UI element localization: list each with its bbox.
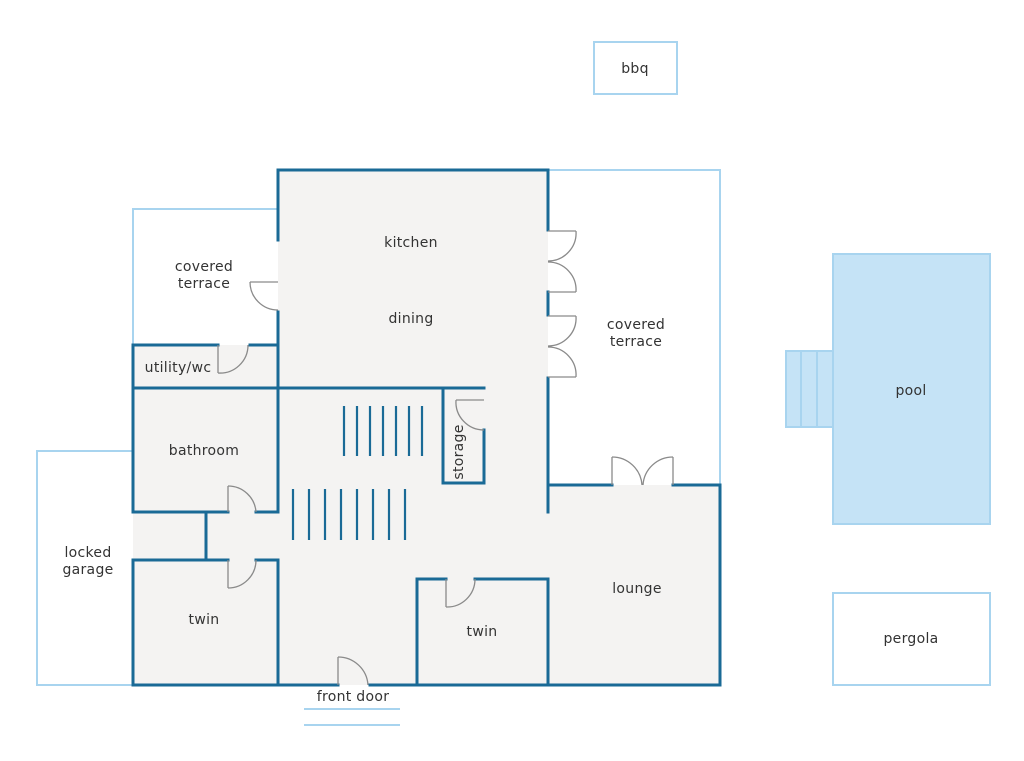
- locked-garage-label-2: garage: [62, 562, 113, 578]
- door-right-terrace-2: [547, 315, 577, 378]
- bbq-area: bbq: [593, 41, 678, 95]
- pool-label: pool: [895, 383, 926, 399]
- kitchen-label: kitchen: [384, 235, 438, 251]
- walls: [131, 168, 722, 687]
- front-steps: [304, 708, 400, 726]
- door-right-terrace-1: [547, 230, 577, 293]
- door-bathroom: [227, 485, 257, 513]
- stairs-lower: [291, 489, 407, 540]
- locked-garage-label-1: locked: [64, 545, 111, 561]
- interior-floor: [133, 170, 720, 685]
- dining-label: dining: [388, 311, 433, 327]
- left-covered-terrace: [132, 208, 278, 345]
- twin-left-label: twin: [189, 612, 220, 628]
- utility-label: utility/wc: [145, 360, 212, 376]
- right-covered-terrace: [548, 169, 721, 485]
- storage-label: storage: [451, 424, 467, 479]
- twin-center-label: twin: [467, 624, 498, 640]
- covered-terrace-right-label-1: covered: [607, 317, 665, 333]
- covered-terrace-left-label-2: terrace: [178, 276, 230, 292]
- lounge-label: lounge: [612, 581, 662, 597]
- door-twin-left: [227, 559, 257, 589]
- stairs-upper: [342, 406, 424, 456]
- covered-terrace-right-label-2: terrace: [610, 334, 662, 350]
- door-lounge: [611, 456, 674, 486]
- door-left-terrace: [249, 281, 279, 311]
- doors: [217, 230, 674, 686]
- bbq-label: bbq: [621, 61, 649, 77]
- bathroom-label: bathroom: [169, 443, 239, 459]
- front-door-label: front door: [317, 689, 390, 705]
- door-front: [337, 656, 369, 686]
- pergola-label: pergola: [883, 631, 938, 647]
- door-storage: [455, 399, 485, 431]
- pergola-area: pergola: [832, 592, 991, 686]
- pool-area: pool: [785, 253, 991, 525]
- door-twin-center: [445, 578, 476, 608]
- locked-garage: [36, 450, 133, 686]
- covered-terrace-left-label-1: covered: [175, 259, 233, 275]
- door-utility: [217, 344, 249, 374]
